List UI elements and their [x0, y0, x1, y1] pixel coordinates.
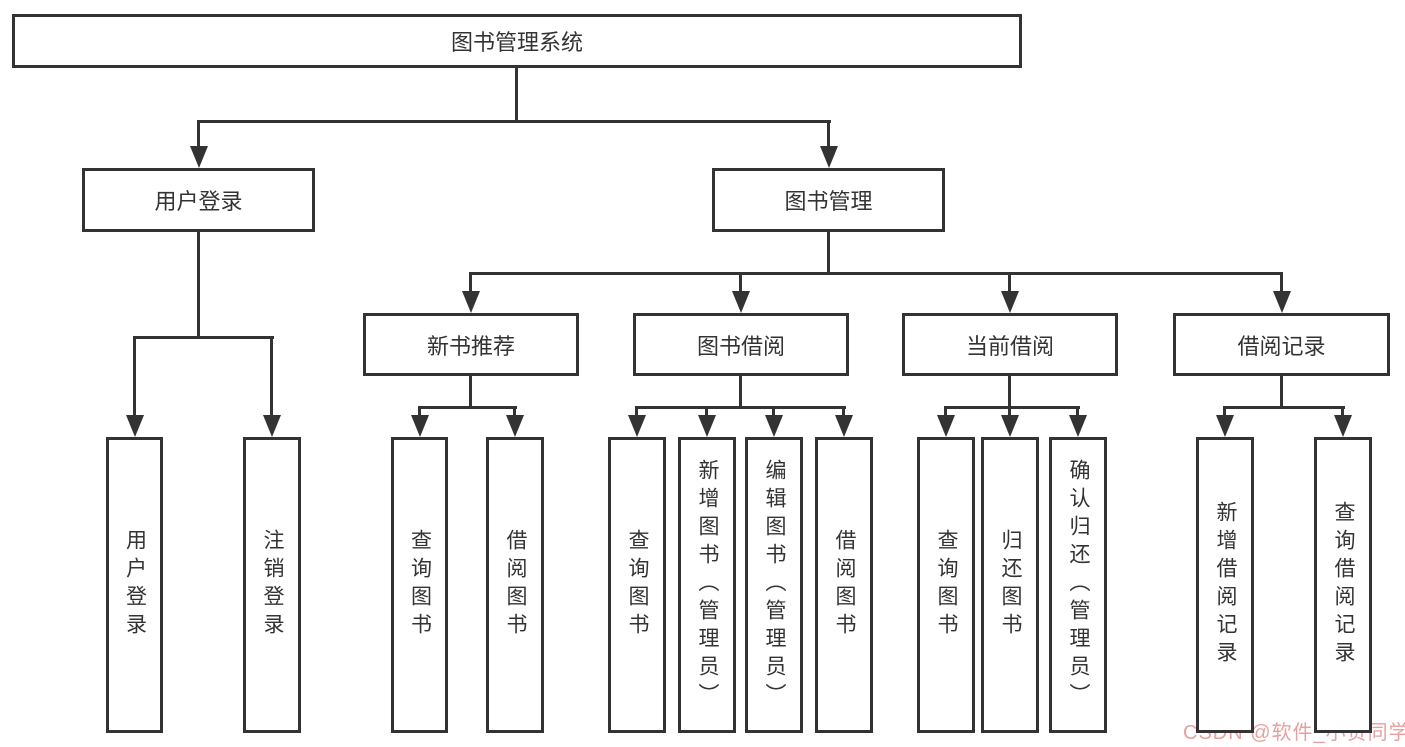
- connector-line: [635, 406, 638, 418]
- arrowhead-icon: [1334, 415, 1352, 437]
- connector-line: [470, 272, 1283, 275]
- connector-line: [772, 406, 775, 418]
- arrowhead-icon: [462, 291, 480, 313]
- arrowhead-icon: [263, 415, 281, 437]
- arrowhead-icon: [411, 415, 429, 437]
- node-leaf-bb-query: 查询图书: [608, 437, 666, 733]
- connector-line: [827, 230, 830, 274]
- connector-line: [1008, 272, 1011, 293]
- arrowhead-icon: [1216, 415, 1234, 437]
- node-leaf-cb-query: 查询图书: [917, 437, 975, 733]
- arrowhead-icon: [628, 415, 646, 437]
- connector-line: [1280, 272, 1283, 293]
- arrowhead-icon: [1272, 291, 1291, 313]
- node-leaf-nb-borrow: 借阅图书: [486, 437, 544, 733]
- connector-line: [197, 120, 831, 123]
- connector-line: [133, 336, 274, 339]
- connector-line: [1223, 406, 1226, 418]
- connector-line: [418, 406, 421, 418]
- connector-line: [827, 120, 830, 148]
- node-leaf-br-add: 新增借阅记录: [1196, 437, 1254, 733]
- arrowhead-icon: [937, 415, 955, 437]
- arrowhead-icon: [1069, 415, 1087, 437]
- node-leaf-nb-query: 查询图书: [391, 437, 448, 733]
- node-borrow-record: 借阅记录: [1173, 313, 1390, 376]
- node-leaf-cb-return: 归还图书: [981, 437, 1039, 733]
- connector-line: [739, 374, 742, 409]
- node-leaf-cb-confirm: 确认归还（管理员）: [1049, 437, 1107, 733]
- connector-line: [469, 272, 472, 293]
- node-leaf-user-login: 用户登录: [106, 437, 163, 733]
- arrowhead-icon: [819, 146, 838, 168]
- arrowhead-icon: [732, 291, 750, 313]
- node-root: 图书管理系统: [12, 14, 1022, 68]
- arrowhead-icon: [698, 415, 716, 437]
- connector-line: [944, 406, 947, 418]
- node-leaf-bb-borrow: 借阅图书: [815, 437, 873, 733]
- connector-line: [197, 120, 200, 148]
- connector-line: [739, 272, 742, 293]
- connector-line: [1076, 406, 1079, 418]
- node-new-book-recommend: 新书推荐: [363, 313, 579, 376]
- connector-line: [636, 406, 846, 409]
- node-book-mgmt: 图书管理: [712, 168, 945, 232]
- node-user-login: 用户登录: [82, 168, 315, 232]
- connector-line: [513, 406, 516, 418]
- connector-line: [469, 374, 472, 409]
- connector-line: [842, 406, 845, 418]
- arrowhead-icon: [506, 415, 524, 437]
- node-book-borrow: 图书借阅: [633, 313, 849, 376]
- node-leaf-logout: 注销登录: [243, 437, 301, 733]
- arrowhead-icon: [765, 415, 783, 437]
- connector-line: [705, 406, 708, 418]
- connector-line: [1008, 374, 1011, 409]
- node-leaf-br-query: 查询借阅记录: [1314, 437, 1372, 733]
- connector-line: [1008, 406, 1011, 418]
- arrowhead-icon: [189, 146, 208, 168]
- node-leaf-bb-edit: 编辑图书（管理员）: [745, 437, 803, 733]
- arrowhead-icon: [835, 415, 853, 437]
- connector-line: [197, 230, 200, 338]
- connector-line: [270, 336, 273, 417]
- connector-line: [515, 66, 518, 123]
- connector-line: [1280, 374, 1283, 408]
- node-current-borrow: 当前借阅: [902, 313, 1118, 376]
- connector-line: [1341, 406, 1344, 418]
- arrowhead-icon: [1001, 415, 1019, 437]
- arrowhead-icon: [1001, 291, 1019, 313]
- connector-line: [419, 406, 517, 409]
- node-leaf-bb-add: 新增图书（管理员）: [678, 437, 736, 733]
- connector-line: [1223, 406, 1345, 409]
- arrowhead-icon: [125, 415, 144, 437]
- connector-line: [944, 406, 1080, 409]
- connector-line: [133, 336, 136, 417]
